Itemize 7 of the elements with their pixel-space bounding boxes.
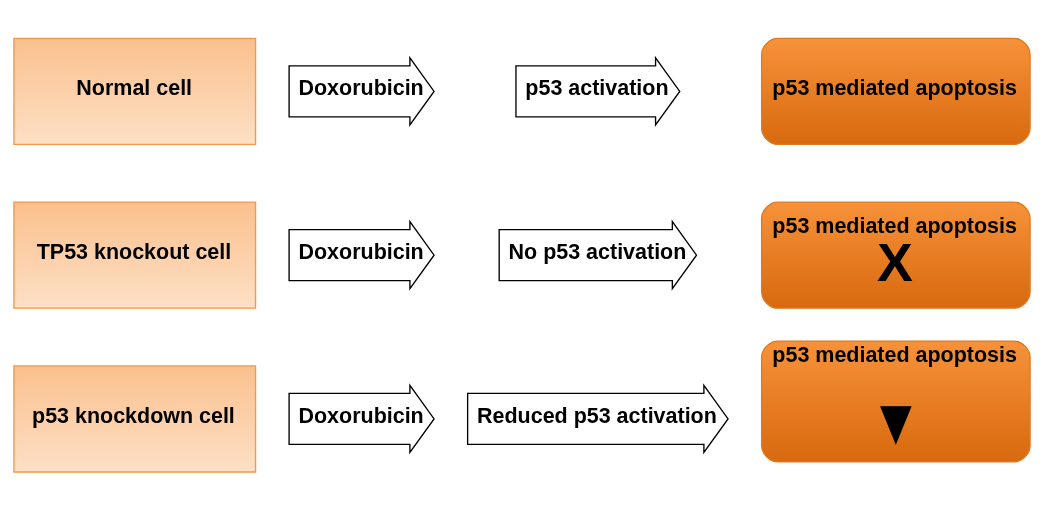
node-box: TP53 knockout cell — [13, 200, 257, 309]
node-box: Normal cell — [13, 37, 257, 145]
node-box: p53 mediated apoptosis — [760, 37, 1031, 145]
node-box: p53 knockdown cell — [13, 364, 257, 473]
node-box: p53 mediated apoptosis X — [760, 200, 1031, 309]
node-arrow — [880, 405, 912, 445]
cluster: p53 mediated apoptosis — [760, 339, 1031, 463]
